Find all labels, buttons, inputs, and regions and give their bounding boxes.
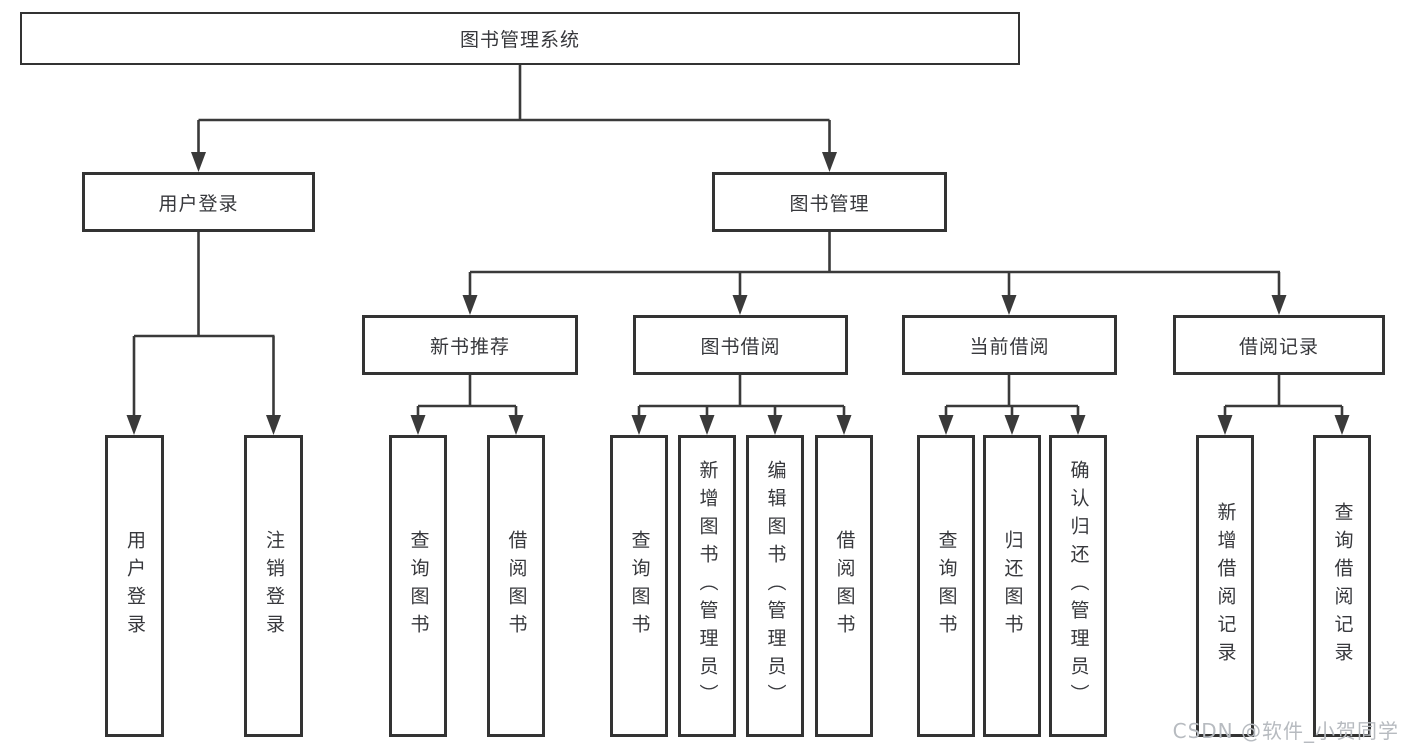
leaf-current-return-books: 归还图书 bbox=[983, 435, 1041, 737]
node-user-login: 用户登录 bbox=[82, 172, 315, 232]
node-label: 查询借阅记录 bbox=[1331, 502, 1354, 670]
node-label: 图书管理系统 bbox=[459, 29, 580, 51]
leaf-recommend-borrow-books: 借阅图书 bbox=[487, 435, 545, 737]
node-label: 注销登录 bbox=[263, 530, 285, 642]
leaf-borrowing-query-books: 查询图书 bbox=[610, 435, 668, 737]
leaf-borrowing-edit-books-admin: 编辑图书（管理员） bbox=[746, 435, 804, 737]
leaf-borrowing-borrow-books: 借阅图书 bbox=[815, 435, 873, 737]
node-label: 图书管理 bbox=[789, 192, 870, 215]
node-label: 查询图书 bbox=[407, 530, 430, 642]
leaf-current-confirm-return-admin: 确认归还（管理员） bbox=[1049, 435, 1107, 737]
leaf-current-query-books: 查询图书 bbox=[917, 435, 975, 737]
node-new-book-recommendation: 新书推荐 bbox=[362, 315, 578, 375]
node-label: 借阅记录 bbox=[1238, 335, 1319, 358]
node-book-borrowing: 图书借阅 bbox=[633, 315, 848, 375]
node-label: 借阅图书 bbox=[833, 530, 856, 642]
leaf-borrowing-add-books-admin: 新增图书（管理员） bbox=[678, 435, 736, 737]
node-label: 查询图书 bbox=[935, 530, 958, 642]
csdn-watermark: CSDN @软件_小贺同学 bbox=[1172, 719, 1399, 743]
leaf-recommend-query-books: 查询图书 bbox=[389, 435, 447, 737]
node-label: 图书借阅 bbox=[700, 335, 781, 358]
node-label: 用户登录 bbox=[158, 192, 239, 215]
node-label: 借阅图书 bbox=[505, 530, 528, 642]
node-label: 归还图书 bbox=[1001, 530, 1024, 642]
node-label: 新增图书（管理员） bbox=[696, 460, 719, 712]
node-library-management-system: 图书管理系统 bbox=[20, 12, 1020, 65]
node-label: 查询图书 bbox=[628, 530, 651, 642]
node-label: 编辑图书（管理员） bbox=[764, 460, 787, 712]
node-label: 新书推荐 bbox=[429, 335, 510, 358]
node-label: 当前借阅 bbox=[969, 335, 1050, 358]
leaf-records-add-record: 新增借阅记录 bbox=[1196, 435, 1254, 737]
node-book-management: 图书管理 bbox=[712, 172, 947, 232]
node-current-borrowing: 当前借阅 bbox=[902, 315, 1117, 375]
node-label: 用户登录 bbox=[124, 530, 146, 642]
node-label: 新增借阅记录 bbox=[1214, 502, 1237, 670]
node-borrowing-records: 借阅记录 bbox=[1173, 315, 1385, 375]
leaf-logout: 注销登录 bbox=[244, 435, 303, 737]
leaf-user-login: 用户登录 bbox=[105, 435, 164, 737]
node-label: 确认归还（管理员） bbox=[1067, 460, 1090, 712]
leaf-records-query-record: 查询借阅记录 bbox=[1313, 435, 1371, 737]
